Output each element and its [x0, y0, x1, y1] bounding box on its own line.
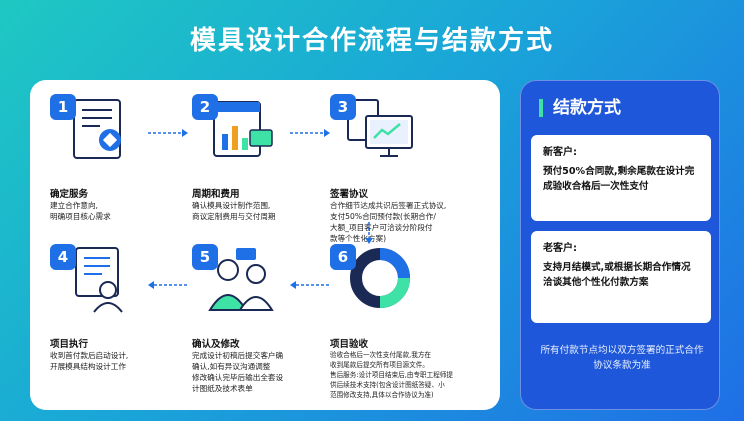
- step-title: 周期和费用: [192, 189, 240, 200]
- step-description: 建立合作意向, 明确项目核心需求: [50, 201, 111, 221]
- step-number: 2: [192, 94, 218, 120]
- step-number: 3: [330, 94, 356, 120]
- people-meeting-icon: [208, 248, 274, 311]
- step-description: 收到首付款后启动设计, 开展模具结构设计工作: [50, 351, 129, 371]
- step-title: 项目验收: [330, 339, 369, 350]
- step-title: 项目执行: [50, 339, 89, 350]
- arrow-left-icon: [290, 281, 330, 289]
- step-number: 6: [330, 244, 356, 270]
- new-customer-text: 预付50%合同款,剩余尾款在设计完成验收合格后一次性支付: [543, 166, 695, 192]
- step-title: 确认及修改: [192, 339, 240, 350]
- payment-title: 结款方式: [539, 99, 621, 117]
- pie-chart-icon: [350, 248, 410, 308]
- step-number: 5: [192, 244, 218, 270]
- arrow-right-icon: [148, 129, 188, 137]
- step-number: 4: [50, 244, 76, 270]
- step-description: 验收合格后一次性支付尾款,我方在 收到尾款后提交所有项目源文件。 售后服务:设计…: [330, 351, 454, 399]
- payment-panel: 结款方式 新客户: 预付50%合同款,剩余尾款在设计完成验收合格后一次性支付 老…: [520, 80, 720, 410]
- new-customer-label: 新客户:: [543, 147, 577, 158]
- monitor-chart-icon: [347, 99, 413, 157]
- payment-footer: 所有付款节点均以双方签署的正式合作协议条款为准: [540, 345, 704, 371]
- step-description: 合作细节达成共识后签署正式协议, 支付50%合同预付款(长期合作/ 大额_项目客…: [330, 201, 447, 243]
- step-description: 确认模具设计制作范围, 商议定制费用与交付周期: [192, 201, 276, 221]
- page-title: 模具设计合作流程与结款方式: [189, 26, 554, 56]
- old-customer-label: 老客户:: [543, 243, 577, 254]
- user-list-icon: [75, 247, 123, 313]
- step-number: 1: [50, 94, 76, 120]
- process-panel: 1 确定服务 建立合作意向, 明确项目核心需求 2 周期和费用 确认模具设计制作…: [30, 80, 500, 410]
- old-customer-card: 老客户: 支持月结模式,或根据长期合作情况洽谈其他个性化付款方案: [531, 231, 711, 323]
- step-description: 完成设计初稿后提交客户确 确认,如有异议沟通调整 修改确认完毕后输出全套设 计图…: [192, 351, 284, 393]
- step-title: 签署协议: [330, 189, 369, 200]
- new-customer-card: 新客户: 预付50%合同款,剩余尾款在设计完成验收合格后一次性支付: [531, 135, 711, 221]
- arrow-left-icon: [148, 281, 188, 289]
- document-icon: [73, 99, 121, 159]
- arrow-right-icon: [290, 129, 330, 137]
- calendar-chart-icon: [213, 101, 273, 157]
- step-title: 确定服务: [50, 189, 89, 200]
- old-customer-text: 支持月结模式,或根据长期合作情况洽谈其他个性化付款方案: [543, 262, 691, 288]
- arrow-down-icon: [365, 222, 373, 244]
